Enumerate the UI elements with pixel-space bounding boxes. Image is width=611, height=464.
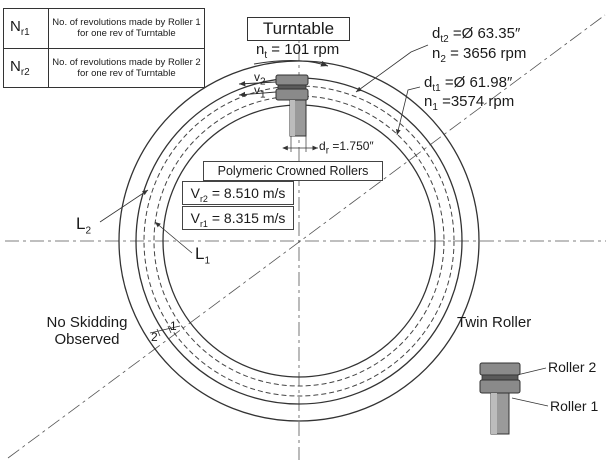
diagonal-centerline: [7, 14, 606, 459]
dr-label: dr =1.750″: [319, 139, 374, 157]
no-skidding-label: No Skidding Observed: [26, 314, 148, 348]
legend-description: No. of revolutions made by Roller 2 for …: [48, 47, 205, 88]
skid-tick-1: [167, 325, 172, 334]
twin-roller-title: Twin Roller: [457, 314, 532, 331]
dt2-leader: [355, 44, 429, 93]
turntable-title: Turntable: [247, 17, 350, 41]
skidding-line1: No Skidding: [46, 314, 128, 331]
n2-label: n2 = 3656 rpm: [432, 45, 527, 65]
dt2-label: dt2 =Ø 63.35″: [432, 25, 521, 45]
skidding-line2: Observed: [54, 331, 120, 348]
v2-label: v2: [254, 70, 266, 88]
legend-row: Nr2 No. of revolutions made by Roller 2 …: [3, 47, 205, 88]
legend-table: Nr1 No. of revolutions made by Roller 1 …: [3, 8, 205, 88]
l2-label: L2: [76, 214, 92, 237]
skid-tick-2: [156, 328, 161, 337]
l1-leader: [154, 221, 193, 254]
legend-row: Nr1 No. of revolutions made by Roller 1 …: [3, 8, 205, 49]
dt1-leader: [395, 86, 421, 136]
twin-roller-illustration: [479, 362, 521, 435]
legend-description: No. of revolutions made by Roller 1 for …: [48, 8, 205, 49]
legend-symbol: Nr2: [3, 47, 49, 88]
roller1-label: Roller 1: [550, 398, 599, 414]
roller2-leader: [516, 367, 547, 376]
rollers-title-box: Polymeric Crowned Rollers: [203, 161, 383, 181]
n1-label: n1 =3574 rpm: [424, 93, 515, 113]
dt1-label: dt1 =Ø 61.98″: [424, 74, 513, 94]
v1-arrow: [238, 91, 277, 98]
l2-leader: [99, 189, 149, 223]
twin-roller-on-track: [275, 74, 309, 137]
v2-arrow: [238, 80, 277, 87]
turntable-rotation-arrow: [253, 59, 329, 67]
v1-label: v1: [254, 83, 266, 101]
skid-mark-1: 1: [170, 319, 177, 333]
roller1-leader: [511, 397, 549, 407]
skid-mark-2: 2: [151, 330, 158, 344]
turntable-speed: nt = 101 rpm: [256, 41, 340, 61]
skid-mark-line: [149, 325, 181, 334]
vr1-box: Vr1 = 8.315 m/s: [182, 206, 294, 230]
vr2-box: Vr2 = 8.510 m/s: [182, 181, 294, 205]
legend-symbol: Nr1: [3, 8, 49, 49]
l1-label: L1: [195, 244, 211, 267]
roller2-label: Roller 2: [548, 359, 597, 375]
